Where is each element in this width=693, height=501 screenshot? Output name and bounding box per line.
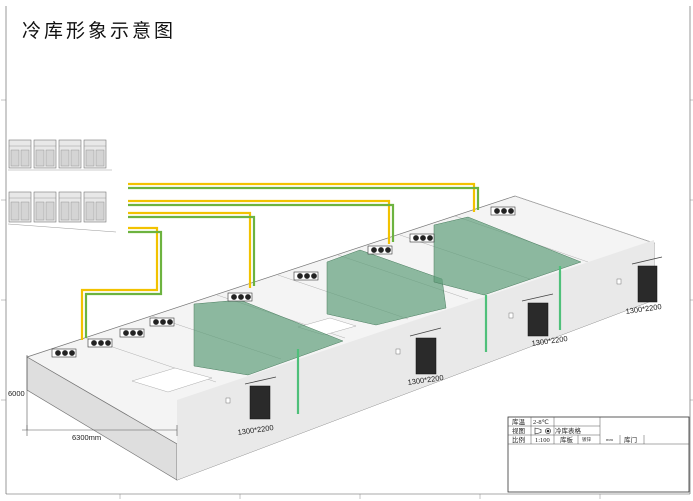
tb-row3-label: 比例	[512, 435, 525, 444]
evaporator-9	[490, 206, 516, 216]
front-wall-lower	[177, 240, 654, 480]
evaporator-5	[227, 292, 253, 302]
tb-row3-b: 库板	[560, 435, 574, 444]
condenser-4	[83, 139, 107, 169]
refrigerant-piping	[80, 182, 480, 340]
pipe-green-3	[128, 215, 256, 286]
dimension-height-label: 6000	[8, 389, 25, 398]
tb-row3-value: 1:100	[535, 437, 550, 444]
evaporator-8	[409, 233, 435, 243]
divider-strips	[296, 266, 562, 414]
partition-panel-3	[433, 216, 582, 296]
door-group-3	[508, 293, 554, 337]
partition-panel-2	[326, 249, 447, 326]
pipe-yellow-4	[80, 226, 159, 340]
tb-row1-value: 2-8℃	[533, 419, 550, 426]
title-block	[507, 416, 690, 493]
condenser-5	[8, 191, 32, 223]
tb-row3-unit: mm	[606, 437, 614, 442]
door-group-2	[395, 327, 442, 375]
condenser-3	[58, 139, 82, 169]
door-2[interactable]	[415, 337, 437, 375]
tb-row3-c: 镀锌	[582, 436, 591, 443]
evaporator-7	[367, 245, 393, 255]
pipe-green-4	[84, 230, 163, 338]
condenser-2	[33, 139, 57, 169]
pipe-yellow-3	[128, 211, 252, 288]
door-4[interactable]	[637, 265, 658, 303]
roof-opening-1	[131, 367, 213, 393]
tb-row1-label: 库温	[512, 417, 526, 426]
evaporator-units	[51, 206, 516, 358]
condenser-7	[58, 191, 82, 223]
door-group-4	[616, 256, 663, 303]
condensing-units-row-1	[8, 139, 112, 171]
evaporator-4	[149, 317, 175, 327]
dimension-width-label: 6300mm	[72, 433, 101, 442]
door-group-1	[225, 376, 277, 420]
pipe-green-1	[128, 186, 480, 210]
evaporator-6	[293, 271, 319, 281]
condenser-8	[83, 191, 107, 223]
evaporator-3	[119, 328, 145, 338]
condenser-1	[8, 139, 32, 169]
evaporator-2	[87, 338, 113, 348]
condenser-6	[33, 191, 57, 223]
door-3[interactable]	[527, 302, 549, 337]
pipe-green-2	[128, 203, 395, 242]
dimension-lines	[22, 355, 178, 436]
projection-symbol-icon	[534, 427, 551, 435]
door-1[interactable]	[249, 385, 271, 420]
tb-row2-label: 视图	[512, 426, 525, 435]
tb-row1-name: 冷库表格	[555, 426, 582, 435]
pipe-yellow-1	[128, 182, 476, 212]
evaporator-1	[51, 348, 77, 358]
pipe-yellow-2	[128, 199, 391, 244]
page-title: 冷库形象示意图	[22, 20, 177, 42]
tb-row3-door: 库门	[624, 435, 637, 444]
condensing-units-row-2	[7, 191, 117, 233]
